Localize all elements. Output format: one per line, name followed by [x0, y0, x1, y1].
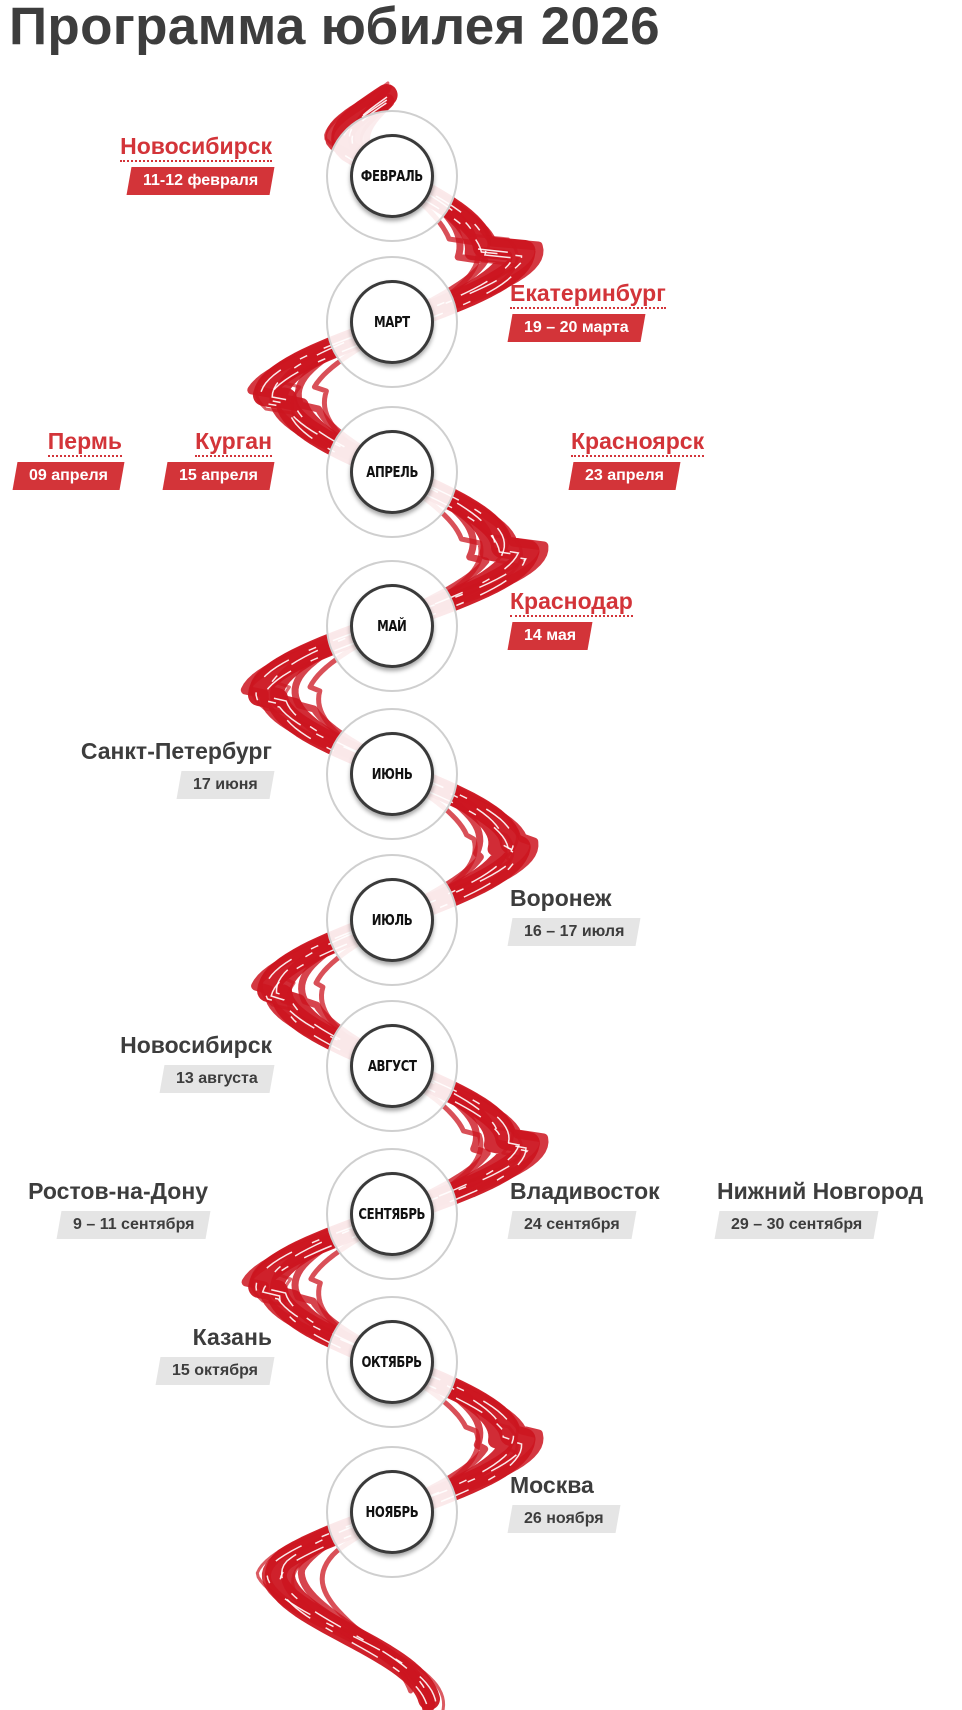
- event-date: 24 сентября: [524, 1216, 620, 1233]
- month-may: МАЙ: [326, 560, 458, 692]
- month-label: ИЮНЬ: [371, 765, 413, 783]
- month-badge: ИЮЛЬ: [350, 878, 434, 962]
- month-oct: ОКТЯБРЬ: [326, 1296, 458, 1428]
- event-city: Воронеж: [510, 885, 612, 911]
- month-jul: ИЮЛЬ: [326, 854, 458, 986]
- event-city: Екатеринбург: [510, 280, 666, 309]
- month-jun: ИЮНЬ: [326, 708, 458, 840]
- event-city: Пермь: [47, 428, 122, 457]
- event-city: Ростов-на-Дону: [28, 1178, 208, 1204]
- event-date-tag: 11-12 февраля: [126, 167, 275, 195]
- month-apr: АПРЕЛЬ: [326, 406, 458, 538]
- ribbon-texture: [267, 96, 521, 1702]
- event-date-tag: 29 – 30 сентября: [714, 1211, 879, 1239]
- month-feb: ФЕВРАЛЬ: [326, 110, 458, 242]
- month-label: ФЕВРАЛЬ: [360, 167, 424, 185]
- month-label: АВГУСТ: [367, 1057, 417, 1075]
- event-moscow: Москва 26 ноября: [507, 1470, 621, 1533]
- month-badge: СЕНТЯБРЬ: [350, 1172, 434, 1256]
- event-vladivostok: Владивосток 24 сентября: [507, 1176, 660, 1239]
- event-spb: Санкт-Петербург 17 июня: [80, 736, 275, 799]
- event-date: 17 июня: [193, 776, 258, 793]
- event-date: 14 мая: [524, 627, 577, 644]
- event-date: 11-12 февраля: [142, 172, 258, 189]
- event-city: Новосибирск: [120, 133, 272, 162]
- event-ekaterinburg: Екатеринбург 19 – 20 марта: [507, 280, 666, 342]
- month-badge: ИЮНЬ: [350, 732, 434, 816]
- event-city: Красноярск: [571, 428, 705, 457]
- event-date: 15 апреля: [179, 467, 258, 484]
- month-label: НОЯБРЬ: [365, 1503, 419, 1521]
- event-nizhny-novgorod: Нижний Новгород 29 – 30 сентября: [714, 1176, 924, 1239]
- event-novosibirsk-feb: Новосибирск 11-12 февраля: [120, 133, 275, 195]
- month-label: ОКТЯБРЬ: [361, 1353, 423, 1371]
- event-date: 29 – 30 сентября: [731, 1216, 863, 1233]
- month-label: МАЙ: [377, 617, 407, 635]
- event-city: Владивосток: [510, 1178, 660, 1204]
- event-city: Краснодар: [510, 588, 633, 617]
- event-city: Казань: [192, 1324, 272, 1350]
- event-date: 19 – 20 марта: [524, 319, 629, 336]
- event-city: Нижний Новгород: [717, 1178, 924, 1204]
- event-date-tag: 15 октября: [155, 1357, 275, 1385]
- event-date: 23 апреля: [585, 467, 664, 484]
- event-rostov: Ростов-на-Дону 9 – 11 сентября: [28, 1176, 211, 1239]
- month-label: МАРТ: [374, 313, 410, 331]
- event-novosibirsk-aug: Новосибирск 13 августа: [120, 1030, 275, 1093]
- month-badge: НОЯБРЬ: [350, 1470, 434, 1554]
- month-badge: МАРТ: [350, 280, 434, 364]
- event-date-tag: 14 мая: [507, 622, 593, 650]
- event-krasnodar: Краснодар 14 мая: [507, 588, 633, 650]
- month-badge: АПРЕЛЬ: [350, 430, 434, 514]
- event-kurgan: Курган 15 апреля: [162, 428, 275, 490]
- event-date: 9 – 11 сентября: [72, 1216, 194, 1233]
- event-date: 13 августа: [176, 1070, 258, 1087]
- event-date-tag: 16 – 17 июля: [507, 918, 641, 946]
- month-badge: ОКТЯБРЬ: [350, 1320, 434, 1404]
- month-sep: СЕНТЯБРЬ: [326, 1148, 458, 1280]
- event-city: Санкт-Петербург: [80, 738, 272, 764]
- event-city: Курган: [195, 428, 272, 457]
- month-label: СЕНТЯБРЬ: [358, 1205, 426, 1223]
- event-kazan: Казань 15 октября: [155, 1322, 275, 1385]
- event-date-tag: 17 июня: [176, 771, 275, 799]
- month-aug: АВГУСТ: [326, 1000, 458, 1132]
- event-voronezh: Воронеж 16 – 17 июля: [507, 883, 641, 946]
- month-label: АПРЕЛЬ: [366, 463, 418, 481]
- month-label: ИЮЛЬ: [371, 911, 413, 929]
- event-date: 16 – 17 июля: [524, 923, 625, 940]
- month-mar: МАРТ: [326, 256, 458, 388]
- event-date-tag: 26 ноября: [507, 1505, 621, 1533]
- event-city: Новосибирск: [120, 1032, 272, 1058]
- event-date-tag: 23 апреля: [568, 462, 681, 490]
- event-date: 09 апреля: [29, 467, 108, 484]
- event-date: 15 октября: [172, 1362, 258, 1379]
- event-krasnoyarsk: Красноярск 23 апреля: [568, 428, 705, 490]
- month-badge: ФЕВРАЛЬ: [350, 134, 434, 218]
- event-date-tag: 09 апреля: [12, 462, 125, 490]
- event-date-tag: 19 – 20 марта: [507, 314, 646, 342]
- event-perm: Пермь 09 апреля: [12, 428, 125, 490]
- event-date: 26 ноября: [524, 1510, 604, 1527]
- event-date-tag: 24 сентября: [507, 1211, 637, 1239]
- page-title: Программа юбилея 2026: [9, 0, 660, 56]
- month-badge: МАЙ: [350, 584, 434, 668]
- month-nov: НОЯБРЬ: [326, 1446, 458, 1578]
- month-badge: АВГУСТ: [350, 1024, 434, 1108]
- event-date-tag: 9 – 11 сентября: [56, 1211, 211, 1239]
- event-date-tag: 13 августа: [159, 1065, 275, 1093]
- event-date-tag: 15 апреля: [162, 462, 275, 490]
- event-city: Москва: [510, 1472, 594, 1498]
